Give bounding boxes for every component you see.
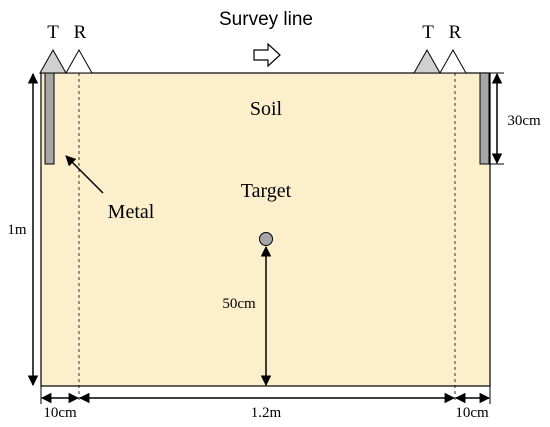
- metal-depth-label: 30cm: [507, 113, 541, 129]
- transmitter-right-label: T: [422, 22, 434, 43]
- transmitter-right-icon: [413, 48, 441, 74]
- metal-label: Metal: [108, 201, 155, 223]
- receiver-left-label: R: [74, 22, 87, 43]
- metal-plate-right: [479, 72, 490, 165]
- survey-line-label: Survey line: [219, 9, 313, 30]
- width-main-label: 1.2m: [251, 405, 282, 421]
- target-depth-label: 50cm: [222, 296, 256, 312]
- soil-label: Soil: [250, 98, 283, 120]
- target-label: Target: [241, 180, 292, 202]
- receiver-right-label: R: [449, 22, 462, 43]
- depth-dimension-label: 1m: [7, 222, 27, 238]
- transmitter-left-icon: [39, 48, 67, 74]
- transmitter-left-label: T: [47, 22, 59, 43]
- receiver-right-icon: [439, 48, 467, 74]
- target-object: [259, 232, 273, 246]
- offset-left-label: 10cm: [43, 405, 77, 421]
- metal-pointer-arrow: [65, 155, 104, 194]
- metal-plate-left: [44, 72, 55, 165]
- survey-direction-arrow-icon: [253, 42, 281, 68]
- offset-right-label: 10cm: [455, 405, 489, 421]
- receiver-left-icon: [65, 48, 93, 74]
